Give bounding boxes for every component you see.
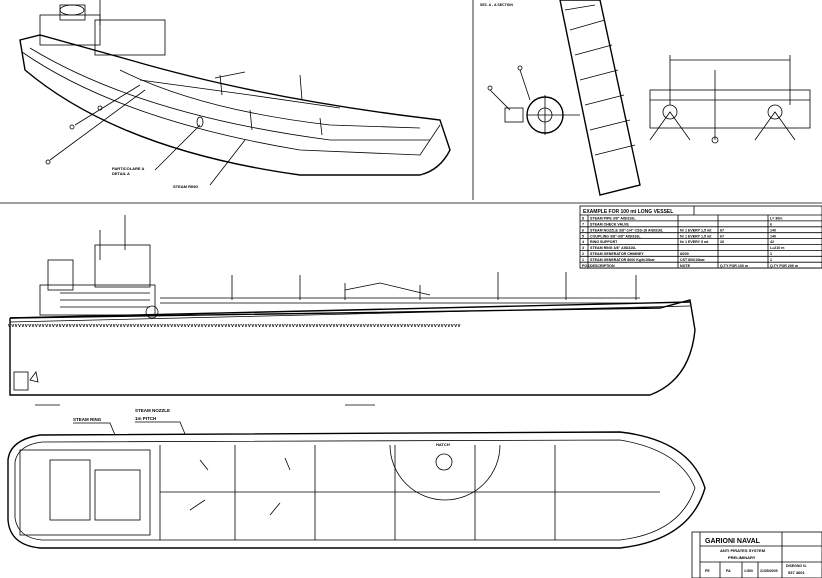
title-block: GARIONI NAVAL ANTI PIRATES SYSTEM PRELIM… bbox=[691, 531, 822, 578]
table-cell-note: NOTE bbox=[680, 264, 691, 268]
nozzle-marks: vvvvvvvvvvvvvvvvvvvvvvvvvvvvvvvvvvvvvvvv… bbox=[8, 323, 461, 329]
date: 21/05/2009 bbox=[760, 569, 778, 573]
table-cell-pos: POS bbox=[582, 264, 590, 268]
table-cell-qty2: 1 bbox=[770, 252, 772, 256]
drawing-subtitle: PRELIMINARY bbox=[728, 555, 756, 560]
table-cell-note: Nr 1 EVERY 1,5 mt bbox=[680, 228, 712, 232]
section-label: SEZ. A - A SECTION bbox=[480, 3, 513, 7]
detail-label-en: DETAIL A bbox=[112, 171, 130, 176]
steam-nozzle-label: STEAM NOZZLE bbox=[135, 408, 170, 413]
table-cell-note: Nr 1 EVERY 1,5 mt bbox=[680, 234, 712, 238]
table-cell-desc: DESCRIPTION bbox=[590, 264, 615, 268]
table-cell-note: Ø200 bbox=[680, 252, 689, 256]
table-cell-qty2: L= 30m bbox=[770, 217, 783, 221]
plan-view: HATCH STEAM RING STEAM NOZZLE 1m PITCH bbox=[7, 408, 706, 549]
table-cell-pos: 8 bbox=[582, 217, 584, 221]
drawing-number-label: DISEGNO N. bbox=[786, 564, 807, 568]
table-cell-qty2: 42 bbox=[770, 240, 774, 244]
table-title: EXAMPLE FOR 100 mt LONG VESSEL bbox=[583, 209, 673, 215]
table-cell-desc: STEAM PIPE 3/8" AISI316L bbox=[590, 217, 636, 221]
table-cell-qty2: 140 bbox=[770, 228, 776, 232]
table-cell-pos: 3 bbox=[582, 246, 584, 250]
steam-ring-label: STEAM RING bbox=[173, 184, 198, 189]
table-cell-pos: 2 bbox=[582, 252, 584, 256]
table-cell-pos: 6 bbox=[582, 228, 584, 232]
table-cell-desc: STEAM GENERATOR CHIMNEY bbox=[590, 252, 644, 256]
perspective-ship-view: PARTICOLARE A DETAIL A STEAM RING bbox=[19, 0, 451, 189]
table-cell-pos: 7 bbox=[582, 223, 584, 227]
drawn-by: PE bbox=[705, 569, 710, 573]
detail-label-it: PARTICOLARE A bbox=[112, 166, 145, 171]
steam-ring-label-plan: STEAM RING bbox=[73, 417, 102, 422]
table-cell-qty2: 6 bbox=[770, 223, 772, 227]
table-cell-note: CST 800/10bar bbox=[680, 258, 705, 262]
drawing-number: 537 4601 bbox=[788, 570, 805, 575]
table-cell-desc: STEAM GENERATOR 8000 Kg/h/10bar bbox=[590, 258, 655, 262]
drawing-title: ANTI PIRATES SYSTEM bbox=[720, 548, 766, 553]
table-cell-qty2: L=210 m bbox=[770, 246, 784, 250]
table-cell-qty: Q.TY FOR 100 m bbox=[720, 264, 748, 268]
scale: 1:500 bbox=[744, 569, 753, 573]
table-cell-qty2: 140 bbox=[770, 234, 776, 238]
hatch-label: HATCH bbox=[436, 442, 450, 447]
table-cell-note: Nr 1 EVERY 5 mt bbox=[680, 240, 709, 244]
side-profile-view: vvvvvvvvvvvvvvvvvvvvvvvvvvvvvvvvvvvvvvvv… bbox=[8, 215, 696, 406]
nozzle-pitch-label: 1m PITCH bbox=[135, 416, 156, 421]
table-cell-pos: 5 bbox=[582, 234, 584, 238]
parts-table: 8 STEAM PIPE 3/8" AISI316L L= 30m 7 STEAM CH… bbox=[579, 205, 822, 269]
section-detail-view: SEZ. A - A SECTION bbox=[480, 0, 811, 196]
company-logo: GARIONI NAVAL bbox=[705, 538, 761, 545]
table-cell-qty: 67 bbox=[720, 228, 724, 232]
table-cell-pos: 4 bbox=[582, 240, 584, 244]
table-cell-qty: 67 bbox=[720, 234, 724, 238]
checked-by: PA bbox=[726, 569, 731, 573]
table-cell-qty: 20 bbox=[720, 240, 724, 244]
table-cell-desc: RING SUPPORT bbox=[590, 240, 618, 244]
table-cell-qty2: 1 bbox=[770, 258, 772, 262]
table-cell-desc: STEAM NOZZLE 3/8"-1/4" CSS-18 AISI316L bbox=[590, 228, 664, 232]
table-cell-desc: STEAM CHECK VALVE bbox=[590, 223, 629, 227]
table-cell-qty2: Q.TY FOR 200 m bbox=[770, 264, 798, 268]
table-cell-desc: STEAM RING 3/8" AISI316L bbox=[590, 246, 637, 250]
table-cell-pos: 1 bbox=[582, 258, 584, 262]
table-cell-desc: COUPLING 3/8"-3/8" AISI316L bbox=[590, 234, 641, 238]
